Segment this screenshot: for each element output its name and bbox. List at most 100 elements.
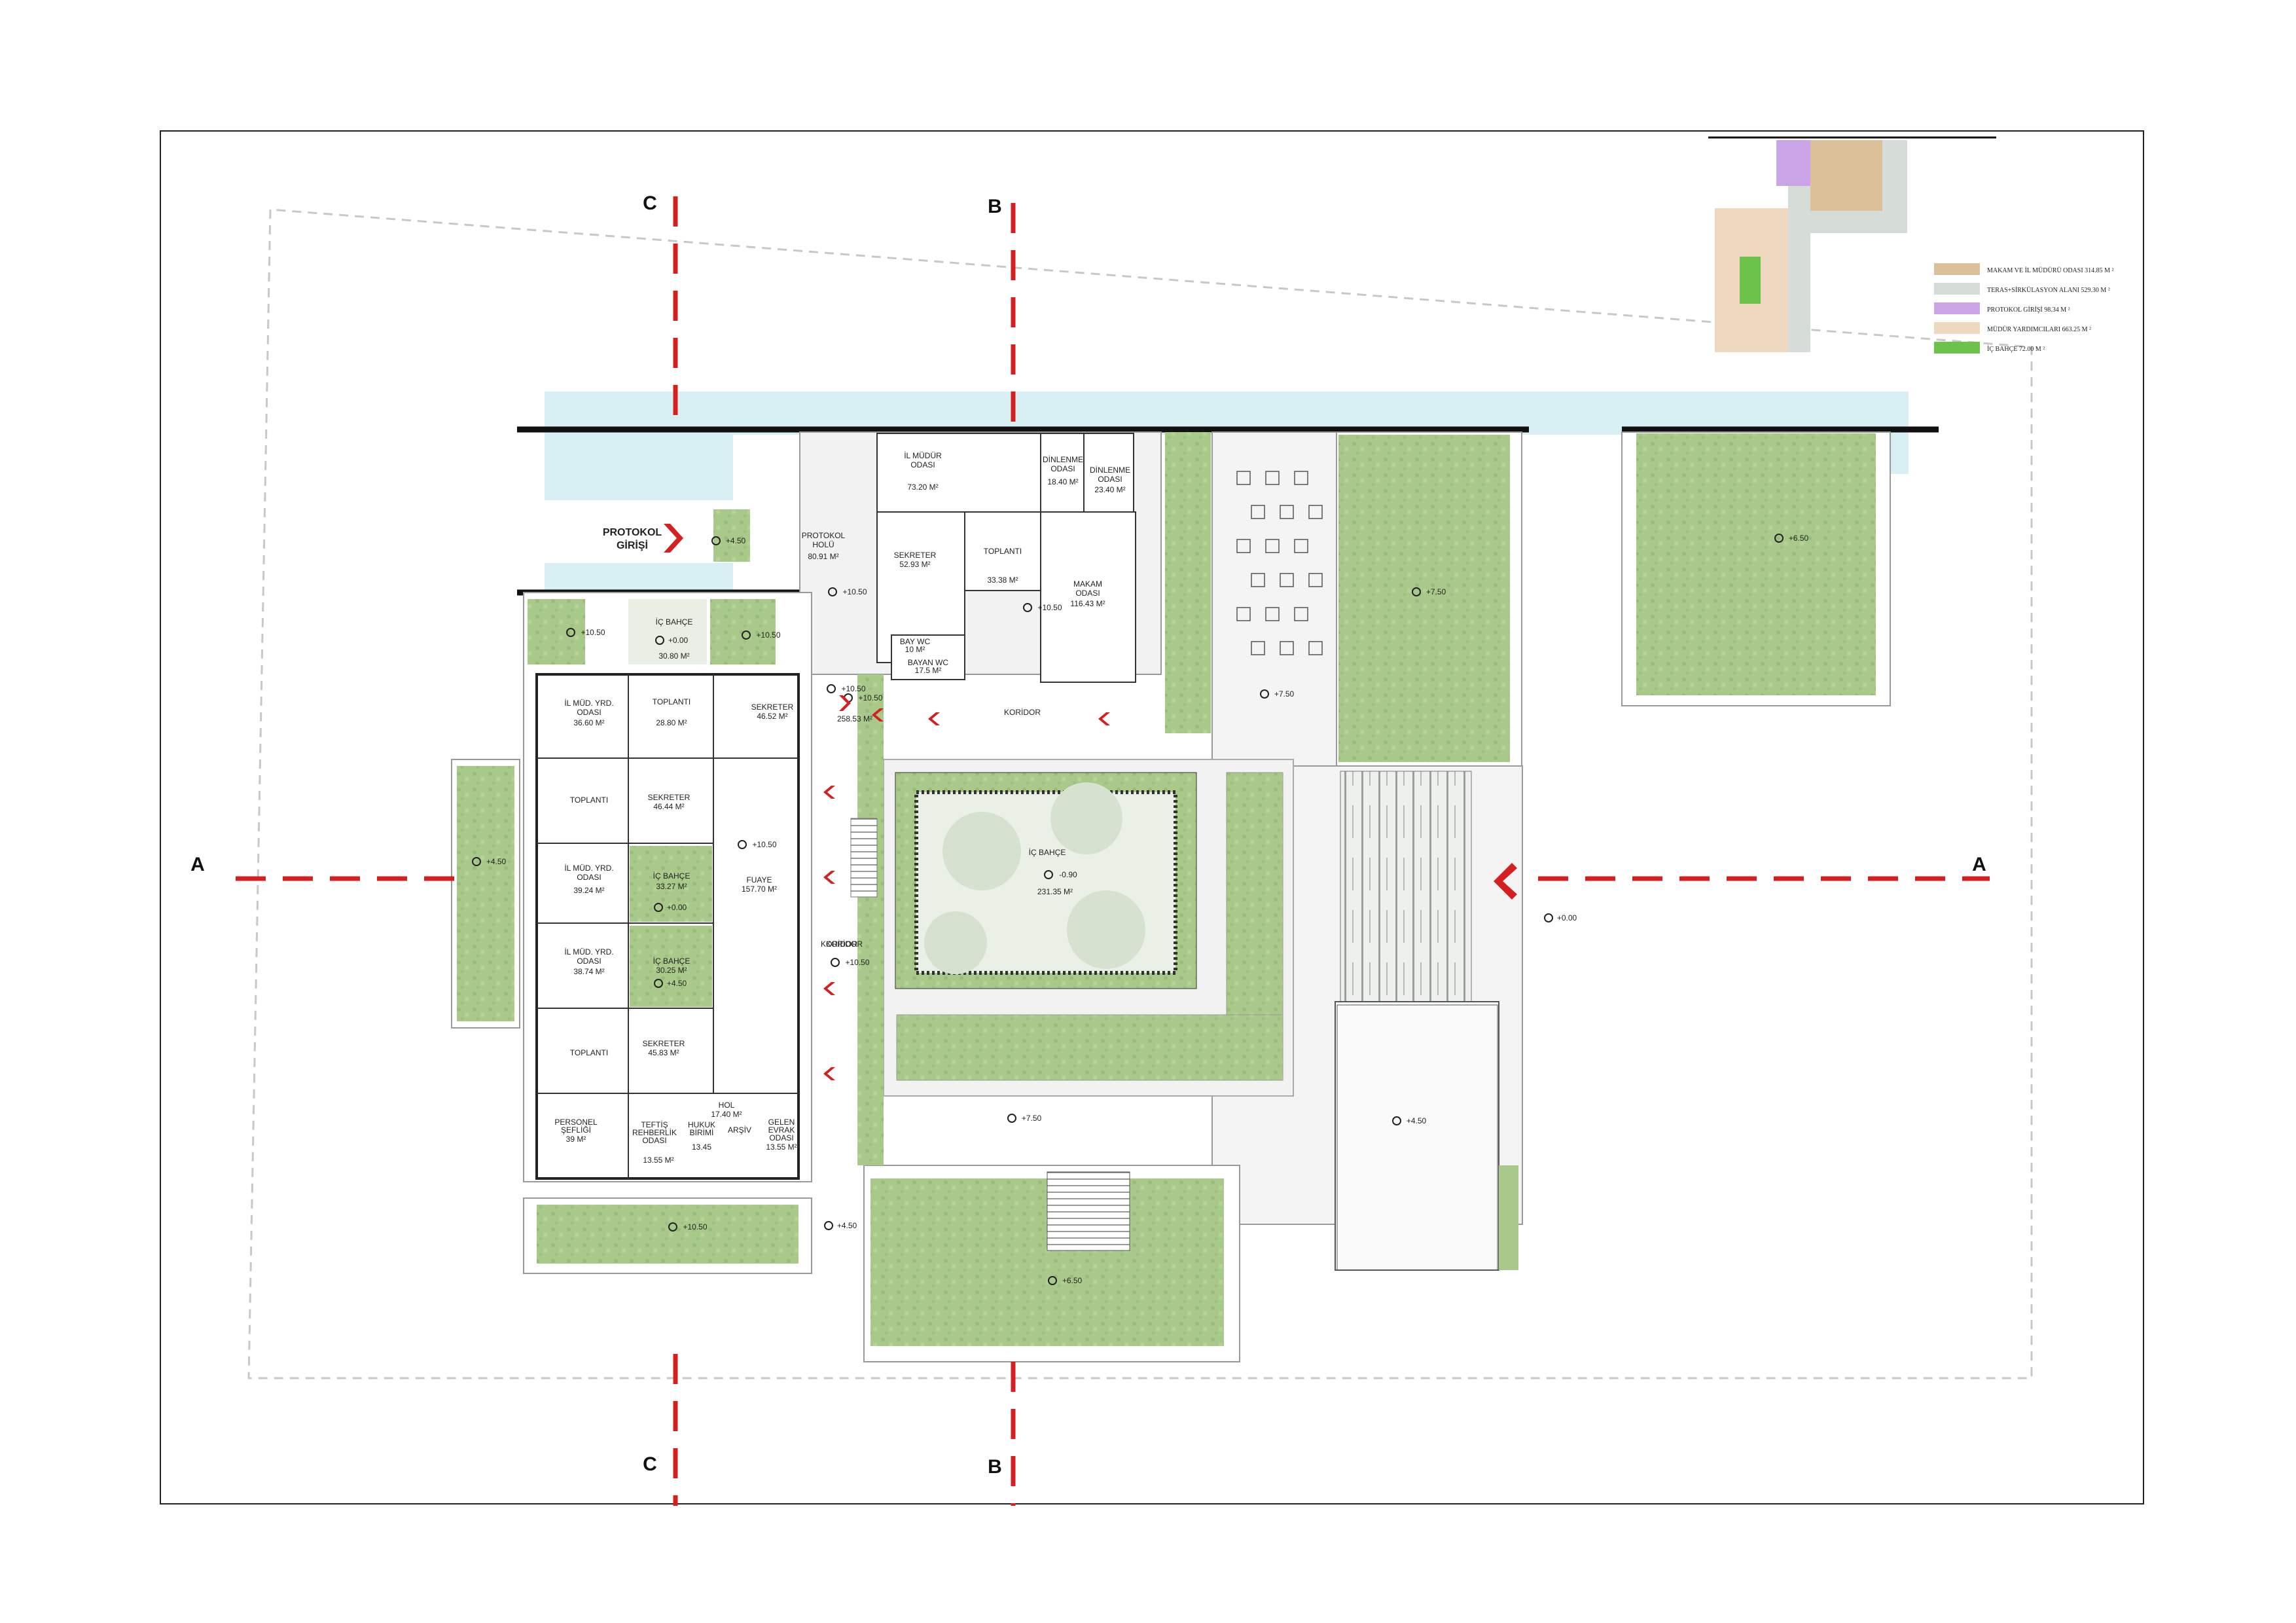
level-text: +10.50 <box>683 1222 707 1231</box>
room-area: 36.60 M² <box>573 718 604 727</box>
level-text: +10.50 <box>756 630 780 640</box>
cafe-table-grid <box>1236 471 1323 655</box>
room-label: TOPLANTI <box>570 795 608 805</box>
level-marker: +10.50 <box>668 1222 708 1231</box>
room-label: REHBERLİK <box>632 1128 677 1137</box>
room-label: TOPLANTI <box>984 547 1022 556</box>
legend-label-4: MÜDÜR YARDIMCILARI 663.25 M ² <box>1987 325 2091 333</box>
cafe-table <box>1294 471 1308 485</box>
protocol-entrance-label-2: GİRİŞİ <box>617 539 648 551</box>
room-area: 13.55 M² <box>643 1156 673 1165</box>
room-label: DİNLENME <box>1090 465 1130 475</box>
room-label: İÇ BAHÇE <box>653 957 691 966</box>
room-area: 116.43 M² <box>1070 599 1105 608</box>
west-wing-courtyard-2 <box>630 926 712 1007</box>
level-text: +4.50 <box>486 857 507 866</box>
rooms-top <box>876 433 1136 683</box>
section-arrow-right <box>1494 863 1517 900</box>
level-markers: +4.50 +10.50 +10.50 +10.50 +0.00 +10.50 … <box>472 534 1809 1285</box>
room-label: ODASI <box>642 1136 666 1145</box>
room-label: İÇ BAHÇE <box>656 617 693 627</box>
level-text: +10.50 <box>841 684 865 693</box>
protocol-entrance-block <box>713 509 750 562</box>
level-marker: +0.00 <box>1544 913 1577 922</box>
level-marker: +4.50 <box>472 857 507 866</box>
room-label: TOPLANTI <box>653 697 691 706</box>
room-label: ODASI <box>577 957 601 966</box>
cafe-table <box>1251 573 1265 587</box>
legend-label-2: TERAS+SİRKÜLASYON ALANI 529.30 M ² <box>1987 286 2110 294</box>
room-label: HOL <box>719 1101 735 1110</box>
room-area: 30.25 M² <box>656 966 687 975</box>
room-label: ODASI <box>1075 589 1100 598</box>
room-label: SEKRETER <box>751 702 794 712</box>
building-top-green-edge <box>1165 432 1211 733</box>
level-marker: +4.50 <box>711 536 746 545</box>
sheet-frame <box>160 130 2144 1504</box>
west-wing-top-garden-2 <box>710 599 776 665</box>
west-wing-grass-side-fill <box>457 766 514 1021</box>
west-wing-top-garden-3 <box>628 599 707 665</box>
legend: MAKAM VE İL MÜDÜRÜ ODASI 314.85 M ² TERA… <box>1934 263 2114 354</box>
room-label: SEKRETER <box>648 793 691 802</box>
level-text: +7.50 <box>1274 689 1295 699</box>
room-label: BİRİMİ <box>690 1128 714 1137</box>
cafe-table <box>1294 607 1308 621</box>
room-area: 18.40 M² <box>1047 477 1078 486</box>
cafe-table <box>1236 539 1251 553</box>
section-lines <box>236 196 1990 1506</box>
level-text: +10.50 <box>752 840 776 849</box>
room-label: İL MÜDÜR <box>904 451 942 460</box>
section-label-c-top: C <box>643 192 657 214</box>
level-marker: +10.50 <box>742 630 781 640</box>
room-label: ODASI <box>1050 464 1075 473</box>
room-label: SEKRETER <box>894 551 937 560</box>
room-label: ODASI <box>769 1133 793 1142</box>
level-text: +7.50 <box>1022 1114 1042 1123</box>
cafe-table <box>1294 539 1308 553</box>
room-label: KORİDOR <box>1004 708 1041 717</box>
cafe-table <box>1265 607 1280 621</box>
level-marker: +10.50 <box>1023 603 1062 612</box>
level-text: +4.50 <box>726 536 746 545</box>
room-area: 46.52 M² <box>757 712 787 721</box>
level-marker: +10.50 <box>566 628 605 637</box>
legend-swatch-5 <box>1934 342 1980 354</box>
level-text: +4.50 <box>1407 1116 1427 1125</box>
cafe-table <box>1280 505 1294 519</box>
room-label: SEKRETER <box>643 1039 685 1048</box>
level-marker: +6.50 <box>1048 1276 1083 1285</box>
level-text: +4.50 <box>837 1221 857 1230</box>
west-wing-top-garden-1 <box>528 599 585 665</box>
cafe-table <box>1308 505 1323 519</box>
room-area: 17.5 M² <box>915 666 942 675</box>
tree <box>1067 890 1145 969</box>
room-label: EVRAK <box>768 1125 795 1135</box>
level-text: +7.50 <box>1426 587 1446 596</box>
level-marker: +10.50 <box>831 958 870 967</box>
level-marker: +10.50 <box>828 587 867 596</box>
room-area: 13.55 M² <box>766 1142 797 1152</box>
level-text: +6.50 <box>1062 1276 1083 1285</box>
grass-courtyard-east-fill <box>1636 433 1876 695</box>
level-marker: +4.50 <box>1392 1116 1427 1125</box>
water-strip-left-2 <box>545 563 733 594</box>
room-area: 13.45 <box>692 1142 711 1152</box>
level-marker: +0.00 <box>654 903 687 912</box>
level-marker: -0.90 <box>1044 870 1077 879</box>
circulation-arrows <box>823 695 1110 1080</box>
terrace-lower-right <box>1335 1001 1499 1271</box>
level-marker: +4.50 <box>654 979 687 988</box>
terrace-lower-right-edge <box>1336 1004 1498 1271</box>
room-label: ODASI <box>1098 475 1122 484</box>
room-area: 30.80 M² <box>658 651 689 661</box>
room-label: İL MÜD. YRD. <box>564 864 613 873</box>
level-text: +6.50 <box>1789 534 1809 543</box>
tree <box>1050 782 1122 854</box>
level-text: +10.50 <box>842 587 867 596</box>
room-area: 28.80 M² <box>656 718 687 727</box>
section-label-c-bottom: C <box>643 1453 657 1475</box>
room-label: ODASI <box>910 460 935 469</box>
room-area: 39 M² <box>566 1135 586 1144</box>
room-area: 46.44 M² <box>653 802 684 811</box>
